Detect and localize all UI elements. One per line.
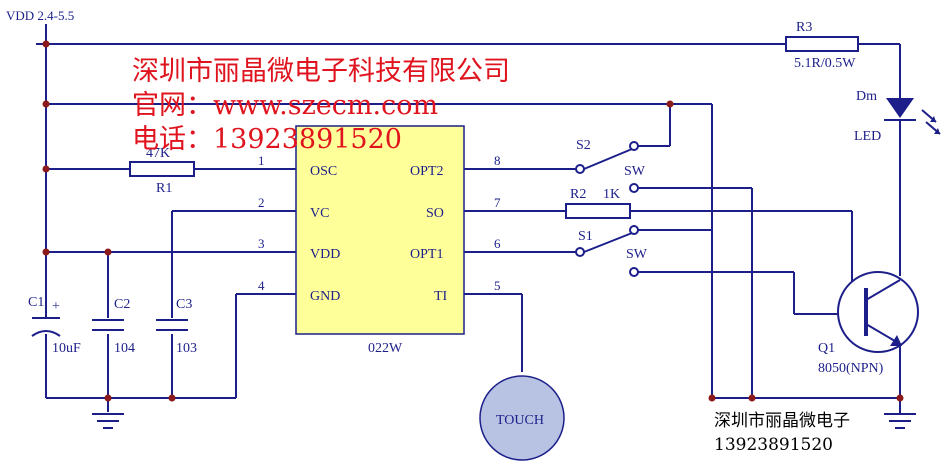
led-dm: Dm LED [854, 89, 941, 276]
pin-label: OPT1 [410, 247, 443, 262]
c1-polarity: + [52, 299, 60, 314]
led-type: LED [854, 129, 881, 144]
pin-label: VDD [310, 247, 340, 262]
r2-value: 1K [603, 187, 620, 202]
ground-symbol-left [92, 413, 124, 429]
resistor-r3: R3 5.1R/0.5W [785, 20, 859, 71]
pin-number: 5 [494, 278, 501, 293]
q1-ref: Q1 [818, 341, 835, 356]
watermark-company: 深圳市丽晶微电子科技有限公司 [132, 56, 510, 87]
pin-label: GND [310, 289, 340, 304]
footer-phone: 13923891520 [714, 435, 833, 455]
resistor-r2: R2 1K [565, 187, 631, 219]
r1-ref: R1 [156, 181, 172, 196]
pin-number: 7 [494, 195, 501, 210]
s1-ref: S1 [578, 229, 593, 244]
supply-rail: VDD 2.4-5.5 [6, 8, 74, 398]
ic-chip: 022W 1 OSC 2 VC 3 VDD 4 GND 8 OPT2 7 SO … [258, 125, 501, 356]
watermark: 深圳市丽晶微电子科技有限公司 官网：www.szecm.com 电话：13923… [132, 56, 510, 155]
pin-number: 2 [258, 195, 265, 210]
capacitor-c3: C3 103 [156, 297, 197, 356]
watermark-phone: 电话：13923891520 [132, 124, 402, 155]
pin-label: VC [310, 206, 329, 221]
s2-type: SW [624, 164, 646, 179]
capacitor-c2: C2 104 [92, 297, 135, 356]
watermark-website: 官网：www.szecm.com [132, 90, 438, 121]
touch-label: TOUCH [496, 413, 544, 428]
s1-type: SW [626, 247, 648, 262]
switch-s2: S2 SW [575, 138, 646, 179]
pin-number: 8 [494, 153, 501, 168]
supply-label: VDD 2.4-5.5 [6, 8, 74, 23]
q1-part: 8050(NPN) [818, 361, 884, 376]
junction-dots [42, 40, 904, 402]
pin-label: OSC [310, 164, 337, 179]
ground-symbol-right [884, 413, 916, 429]
touch-pad: TOUCH [479, 375, 565, 461]
ic-name: 022W [368, 341, 403, 356]
c2-ref: C2 [114, 297, 130, 312]
pin-label: OPT2 [410, 164, 443, 179]
pin-label: TI [434, 289, 448, 304]
pin-label: SO [426, 206, 444, 221]
footer-company: 深圳市丽晶微电子 [714, 411, 850, 431]
r1-value: 47K [146, 146, 170, 161]
footer-info: 深圳市丽晶微电子 13923891520 [714, 411, 850, 455]
led-ref: Dm [856, 89, 877, 104]
r3-ref: R3 [796, 20, 812, 35]
pin-number: 6 [494, 236, 501, 251]
pin-number: 3 [258, 236, 265, 251]
c1-value: 10uF [52, 341, 81, 356]
c2-value: 104 [114, 341, 135, 356]
s2-ref: S2 [576, 138, 591, 153]
transistor-q1: Q1 8050(NPN) [818, 271, 919, 414]
resistor-r1: 47K R1 [129, 146, 195, 196]
pin-number: 1 [258, 153, 265, 168]
r2-ref: R2 [570, 187, 586, 202]
capacitor-c1: C1 + 10uF [28, 295, 81, 356]
pin-number: 4 [258, 278, 265, 293]
switch-s1: S1 SW [575, 225, 648, 277]
c1-ref: C1 [28, 295, 44, 310]
r3-value: 5.1R/0.5W [794, 56, 856, 71]
c3-value: 103 [176, 341, 197, 356]
c3-ref: C3 [176, 297, 192, 312]
